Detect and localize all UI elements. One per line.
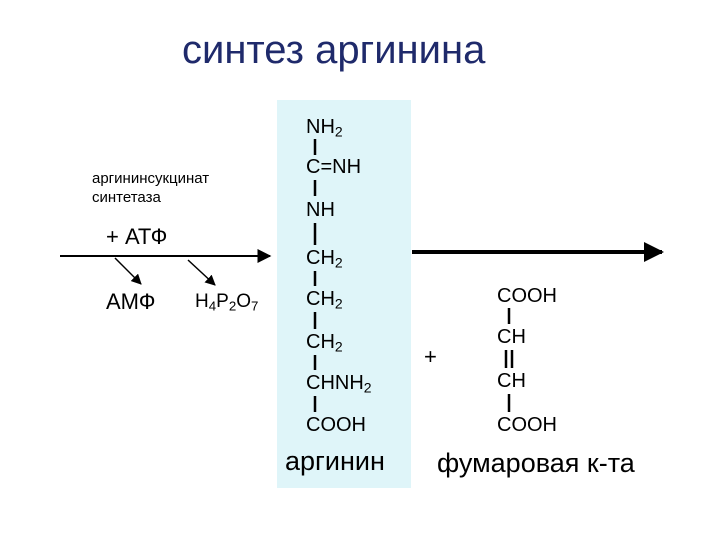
arginine-group-nh: NH (306, 199, 335, 221)
fumarate-group-cooh-top: COOH (497, 285, 557, 307)
pyrophosphate-label: H4P2O7 (195, 291, 259, 314)
amp-label: АМФ (106, 289, 156, 314)
arginine-group-ch2-c: CH2 (306, 331, 343, 355)
arginine-group-ch2-a: CH2 (306, 247, 343, 271)
enzyme-name-line1: аргининсукцинат (92, 170, 210, 187)
arginine-group-c-nh: C=NH (306, 156, 362, 178)
fumarate-group-ch-a: CH (497, 326, 526, 348)
arginine-group-nh2: NH2 (306, 116, 343, 140)
fumarate-group-cooh-bottom: COOH (497, 414, 557, 436)
slide-title: синтез аргинина (182, 28, 486, 72)
arginine-group-chnh2: CHNH2 (306, 372, 372, 396)
arginine-name: аргинин (285, 446, 385, 476)
arginine-group-ch2-b: CH2 (306, 288, 343, 312)
arginine-highlight (277, 100, 411, 488)
amp-release-arrow (114, 257, 142, 285)
pyrophosphate-release-arrow (187, 259, 216, 286)
fumarate-bonds (504, 308, 514, 412)
fumarate-name: фумаровая к-та (437, 448, 635, 478)
enzyme-name-line2: синтетаза (92, 189, 161, 206)
fumarate-group-ch-b: CH (497, 370, 526, 392)
arginine-group-cooh: COOH (306, 414, 366, 436)
plus-sign: + (424, 344, 437, 369)
atp-label: + АТФ (106, 224, 168, 249)
